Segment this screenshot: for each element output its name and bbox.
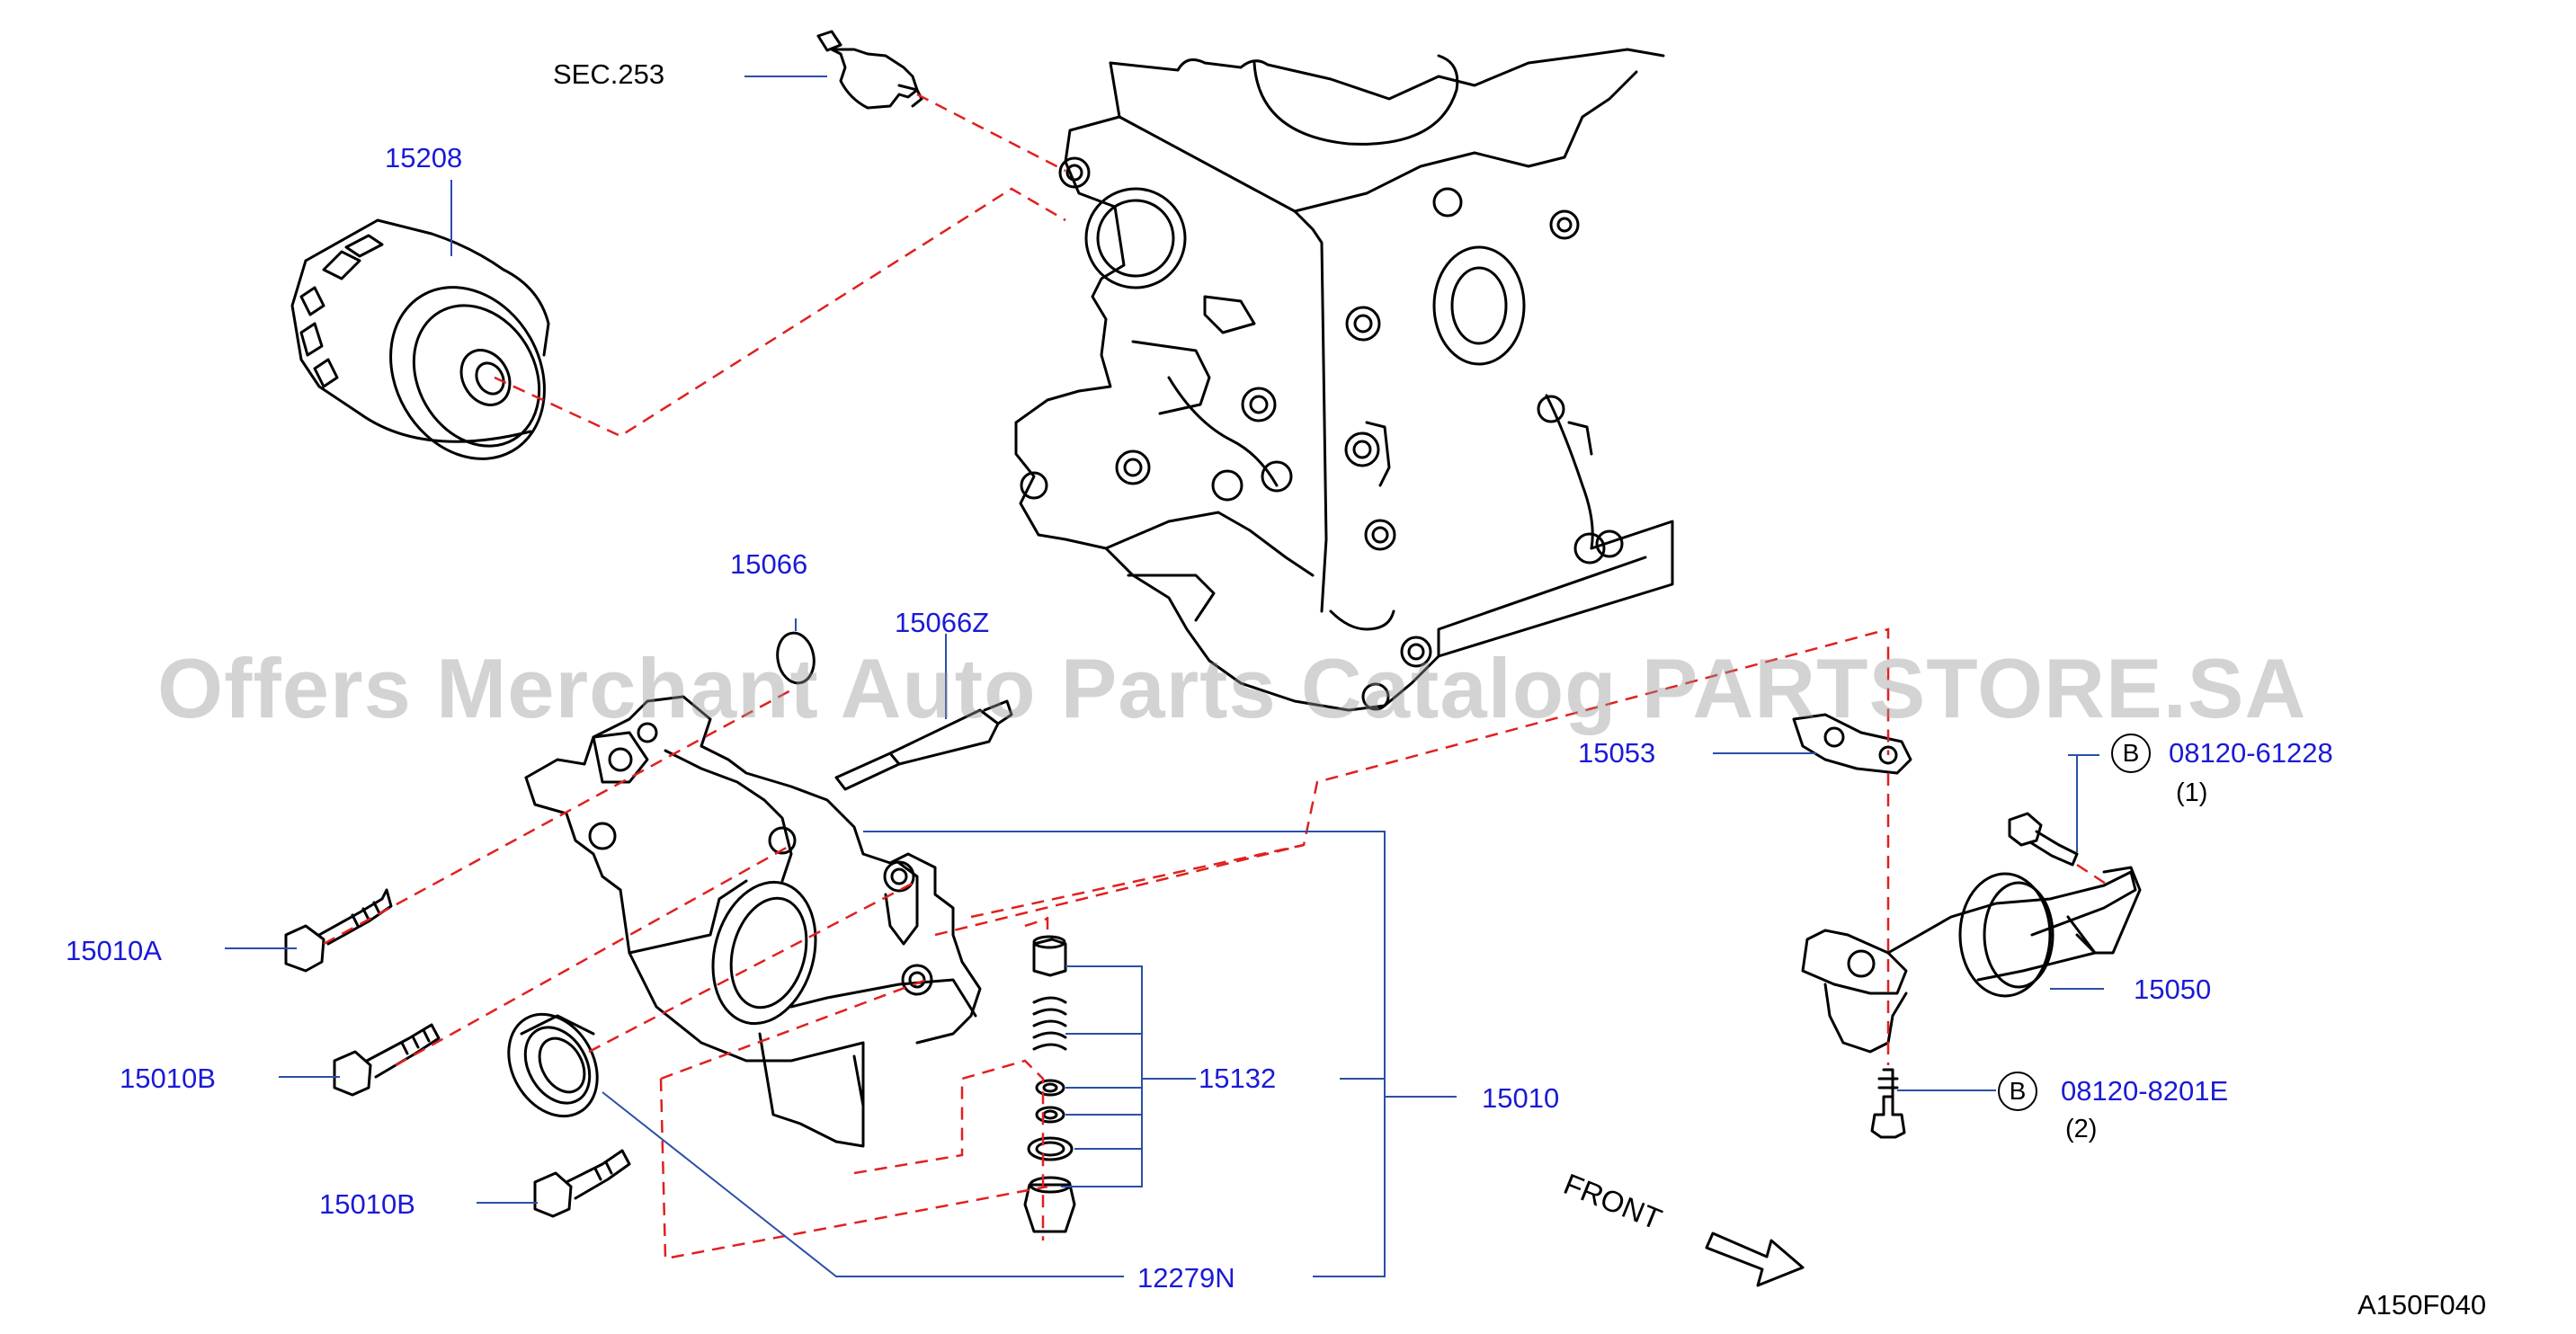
label-15053[interactable]: 15053 bbox=[1578, 737, 1656, 769]
bolt-15010b-upper-drawing bbox=[333, 1023, 441, 1097]
bolt-15010a-drawing bbox=[284, 888, 393, 973]
label-12279n[interactable]: 12279N bbox=[1137, 1262, 1235, 1294]
oil-pressure-switch-drawing bbox=[816, 30, 923, 110]
bolt-08120-61228-drawing bbox=[2008, 812, 2079, 867]
oil-strainer-drawing bbox=[1801, 866, 2142, 1054]
label-bolt-08120-8201e[interactable]: 08120-8201E bbox=[2061, 1075, 2229, 1107]
b-marker-icon: B bbox=[1998, 1072, 2037, 1111]
label-15010[interactable]: 15010 bbox=[1482, 1082, 1560, 1114]
engine-block-drawing bbox=[1014, 48, 1674, 712]
label-15010a[interactable]: 15010A bbox=[66, 935, 162, 966]
label-bolt-08120-61228[interactable]: 08120-61228 bbox=[2169, 737, 2333, 769]
o-ring-drawing bbox=[776, 631, 816, 685]
label-15050[interactable]: 15050 bbox=[2134, 974, 2212, 1005]
label-sec253: SEC.253 bbox=[553, 58, 665, 90]
oil-level-sensor-drawing bbox=[834, 699, 1013, 791]
oil-filter-drawing bbox=[290, 218, 550, 460]
relief-valve-drawing bbox=[1023, 935, 1076, 1233]
bolt-15010b-lower-drawing bbox=[533, 1149, 631, 1218]
oil-seal-drawing bbox=[507, 1012, 599, 1118]
label-15066[interactable]: 15066 bbox=[730, 548, 808, 580]
watermark: Offers Merchant Auto Parts Catalog PARTS… bbox=[157, 641, 2307, 735]
label-15010b-lower[interactable]: 15010B bbox=[319, 1188, 415, 1220]
label-15132[interactable]: 15132 bbox=[1199, 1063, 1277, 1094]
label-bolt-08120-61228-qty: (1) bbox=[2176, 778, 2208, 807]
oil-pump-drawing bbox=[524, 695, 982, 1148]
diagram-code: A150F040 bbox=[2358, 1289, 2487, 1321]
front-arrow-icon bbox=[1705, 1232, 1805, 1287]
b-marker-icon: B bbox=[2111, 734, 2151, 773]
label-15208[interactable]: 15208 bbox=[385, 142, 463, 173]
leader-lines bbox=[225, 76, 2104, 1277]
label-bolt-08120-8201e-qty: (2) bbox=[2065, 1115, 2098, 1143]
assembly-dashed-lines bbox=[323, 93, 2109, 1260]
label-15066z[interactable]: 15066Z bbox=[895, 607, 990, 638]
label-15010b-upper[interactable]: 15010B bbox=[120, 1063, 216, 1094]
bolt-08120-8201e-drawing bbox=[1870, 1068, 1906, 1139]
